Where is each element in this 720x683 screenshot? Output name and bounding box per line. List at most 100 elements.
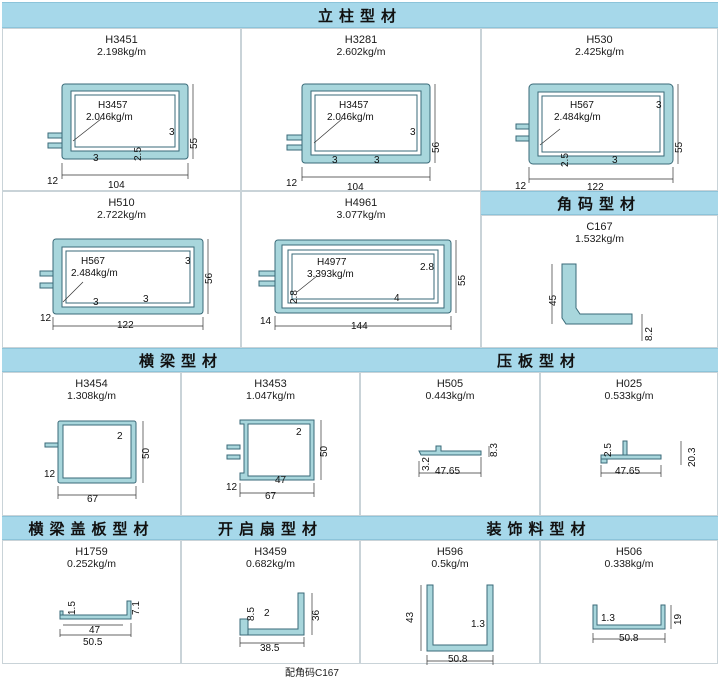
- profile-code: H596: [436, 546, 464, 558]
- dim-label: 50: [141, 447, 152, 459]
- dim-label: 3: [374, 155, 380, 166]
- dim-label: 56: [431, 141, 442, 153]
- profile-cell-H510: H510 2.722kg/m H567 2.484kg/m 3 56 3 3 1…: [2, 191, 241, 348]
- inner-weight: 3.393kg/m: [307, 269, 354, 280]
- band-column-profiles: 立柱型材: [2, 2, 718, 28]
- dim-label: 55: [189, 137, 200, 149]
- dim-label: 2: [296, 427, 302, 438]
- profile-cell-H3459: H3459 0.682kg/m 8.5 2 36 38.5: [181, 540, 360, 664]
- dim-label: 50.8: [619, 633, 639, 644]
- profile-code: H3459: [254, 546, 287, 558]
- footnote-corner-code: 配角码C167: [285, 668, 339, 679]
- dim-label: 2.5: [133, 147, 144, 161]
- profile-weight: 0.533kg/m: [604, 390, 654, 402]
- dim-label: 8.2: [644, 327, 655, 341]
- profile-drawing-H3281: H3457 2.046kg/m 3 56 3 3 12 104: [286, 83, 442, 193]
- profile-weight: 2.602kg/m: [336, 46, 386, 58]
- dim-label: 12: [515, 181, 527, 192]
- dim-label: 4: [394, 293, 400, 304]
- dim-label: 122: [587, 182, 604, 193]
- profile-drawing-H596: 43 1.3 50.8: [405, 584, 494, 665]
- profile-weight: 2.722kg/m: [96, 209, 147, 221]
- dim-label: 47: [89, 625, 101, 636]
- profile-weight: 1.047kg/m: [245, 390, 296, 402]
- dim-label: 3: [656, 100, 662, 111]
- dim-label: 19: [673, 613, 684, 625]
- profile-cell-C167: C167 1.532kg/m 45 8.2: [481, 215, 718, 348]
- dim-label: 8.3: [489, 443, 500, 457]
- inner-weight: 2.046kg/m: [327, 112, 374, 123]
- dim-label: 38.5: [260, 643, 280, 654]
- dim-label: 47.65: [435, 466, 460, 477]
- inner-code: H567: [570, 100, 594, 111]
- dim-label: 50: [319, 445, 330, 457]
- profile-cell-H4961: H4961 3.077kg/m H4977 3.393kg/m 2.8 55 2…: [241, 191, 481, 348]
- dim-label: 2: [117, 431, 123, 442]
- profile-drawing-H3454: 2 50 12 67: [44, 420, 152, 505]
- inner-code: H3457: [339, 100, 369, 111]
- profile-cell-H1759: H1759 0.252kg/m 1.5 7.1 47 50.5: [2, 540, 181, 664]
- band-vent-profiles: 开启扇型材: [181, 516, 360, 540]
- profile-code: H025: [615, 378, 643, 390]
- dim-label: 3: [410, 127, 416, 138]
- inner-weight: 2.484kg/m: [554, 112, 601, 123]
- dim-label: 2.8: [289, 290, 300, 304]
- band-beam-profiles: 横梁型材: [2, 348, 360, 372]
- dim-label: 50.5: [83, 637, 103, 648]
- dim-label: 2.5: [560, 153, 571, 167]
- profile-weight: 3.077kg/m: [336, 209, 386, 221]
- inner-code: H567: [81, 256, 105, 267]
- dim-label: 2: [264, 608, 270, 619]
- profile-cell-H3453: H3453 1.047kg/m 2 50 47 12 67: [181, 372, 360, 516]
- profile-drawing-H3453: 2 50 47 12 67: [226, 419, 330, 502]
- dim-label: 36: [311, 609, 322, 621]
- dim-label: 12: [40, 313, 52, 324]
- inner-weight: 2.046kg/m: [86, 112, 133, 123]
- dim-label: 50.8: [448, 654, 468, 665]
- profile-cell-H3454: H3454 1.308kg/m 2 50 12 67: [2, 372, 181, 516]
- profile-cell-H025: H025 0.533kg/m 2.5 20.3 47.65: [540, 372, 718, 516]
- profile-code: H510: [108, 197, 135, 209]
- dim-label: 144: [351, 321, 368, 332]
- profile-weight: 0.682kg/m: [245, 558, 296, 570]
- dim-label: 67: [87, 494, 99, 505]
- dim-label: 56: [204, 272, 215, 284]
- profile-weight: 1.308kg/m: [66, 390, 117, 402]
- profile-code: H3281: [344, 34, 378, 46]
- profile-code: H3453: [254, 378, 287, 390]
- dim-label: 1.3: [601, 613, 615, 624]
- dim-label: 104: [108, 180, 125, 191]
- profile-code: C167: [586, 221, 613, 233]
- profile-code: H3454: [75, 378, 108, 390]
- profile-drawing-H3459: 8.5 2 36 38.5: [239, 592, 322, 654]
- dim-label: 12: [226, 482, 238, 493]
- dim-label: 12: [47, 176, 59, 187]
- dim-label: 45: [548, 294, 559, 306]
- inner-code: H3457: [98, 100, 128, 111]
- profile-code: H1759: [75, 546, 108, 558]
- inner-weight: 2.484kg/m: [71, 268, 118, 279]
- profile-code: H506: [615, 546, 643, 558]
- dim-label: 67: [265, 491, 277, 502]
- profile-code: H505: [436, 378, 464, 390]
- profile-drawing-H4961: H4977 3.393kg/m 2.8 55 2.8 4 14 144: [258, 239, 468, 332]
- dim-label: 3: [612, 155, 618, 166]
- dim-label: 104: [347, 182, 364, 193]
- dim-label: 3: [169, 127, 175, 138]
- dim-label: 1.3: [471, 619, 485, 630]
- dim-label: 43: [405, 611, 416, 623]
- band-corner-profiles: 角码型材: [480, 191, 718, 215]
- profile-drawing-H506: 1.3 19 50.8: [592, 604, 684, 644]
- profile-drawing-H530: H567 2.484kg/m 3 55 2.5 3 12 122: [515, 83, 685, 193]
- profile-cell-H506: H506 0.338kg/m 1.3 19 50.8: [540, 540, 718, 664]
- profile-weight: 1.532kg/m: [574, 233, 625, 245]
- profile-drawing-H505: 3.2 8.3 47.65: [418, 443, 500, 477]
- profile-weight: 0.443kg/m: [425, 390, 475, 402]
- band-press-profiles: 压板型材: [360, 348, 718, 372]
- dim-label: 3: [93, 153, 99, 164]
- dim-label: 2.8: [420, 262, 434, 273]
- profile-weight: 0.252kg/m: [66, 558, 117, 570]
- dim-label: 14: [260, 316, 272, 327]
- profile-weight: 2.198kg/m: [96, 46, 147, 58]
